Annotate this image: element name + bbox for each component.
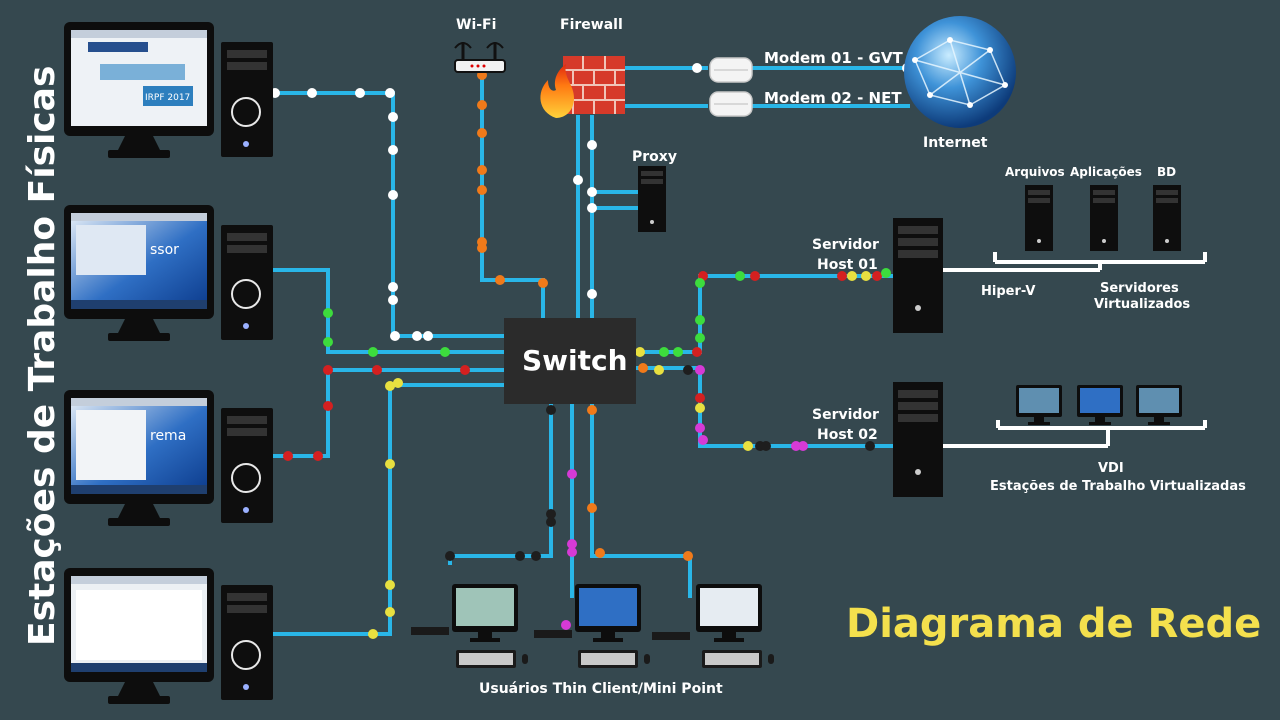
thin-clients: Usuários Thin Client/Mini Point bbox=[411, 584, 774, 697]
dots-orange bbox=[477, 70, 693, 561]
vm-arquivos: Arquivos bbox=[1005, 165, 1065, 251]
cable-ws3 bbox=[272, 368, 504, 458]
link-host1-vms bbox=[942, 252, 1207, 272]
vdi-stations: VDI Estações de Trabalho Virtualizadas bbox=[990, 385, 1246, 494]
modem-1: Modem 01 - GVT bbox=[709, 49, 903, 83]
server-2-label-line2: Host 02 bbox=[817, 427, 878, 443]
mini-pc-icon bbox=[411, 627, 449, 635]
cable-ws2 bbox=[272, 268, 504, 354]
link-host2-vdi bbox=[942, 420, 1207, 448]
switch-box bbox=[504, 318, 636, 404]
screen-banner-text: IRPF 2017 bbox=[145, 93, 190, 103]
modem-2-label: Modem 02 - NET bbox=[764, 89, 902, 107]
cable-thin1 bbox=[448, 404, 553, 565]
vm-aplicacoes-label: Aplicações bbox=[1070, 165, 1142, 179]
cable-wifi bbox=[480, 75, 545, 318]
mouse-icon bbox=[768, 654, 774, 664]
server-2-label-line1: Servidor bbox=[812, 407, 879, 423]
thin-client-3 bbox=[652, 584, 774, 668]
server-1-label-line1: Servidor bbox=[812, 237, 879, 253]
vdi-description: Estações de Trabalho Virtualizadas bbox=[990, 479, 1246, 494]
server-1-label-line2: Host 01 bbox=[817, 257, 878, 273]
vdi-monitor-1 bbox=[1016, 385, 1062, 425]
mouse-icon bbox=[644, 654, 650, 664]
proxy-server: Proxy bbox=[632, 149, 677, 232]
workstation-2: ssor bbox=[64, 205, 273, 341]
dots-yellow bbox=[368, 271, 871, 639]
thin-client-2 bbox=[534, 584, 650, 668]
vdi-monitor-3 bbox=[1136, 385, 1182, 425]
server-host-1: Servidor Host 01 Hiper-V bbox=[812, 218, 1035, 333]
modem-1-label: Modem 01 - GVT bbox=[764, 49, 903, 67]
vm-aplicacoes: Aplicações bbox=[1070, 165, 1142, 251]
tower-icon bbox=[221, 225, 273, 340]
workstation-4 bbox=[64, 568, 273, 704]
server-tower-icon bbox=[893, 218, 943, 333]
cable-thin3 bbox=[590, 404, 692, 598]
virtual-servers-label-line2: Virtualizados bbox=[1094, 297, 1190, 312]
vdi-label: VDI bbox=[1098, 461, 1124, 476]
vm-bd-label: BD bbox=[1157, 165, 1176, 179]
flame-icon bbox=[540, 64, 574, 118]
mini-pc-icon bbox=[652, 632, 690, 640]
router-icon bbox=[454, 59, 506, 73]
dots-magenta bbox=[561, 365, 808, 630]
firewall-label: Firewall bbox=[560, 17, 623, 33]
firewall: Firewall bbox=[540, 17, 625, 118]
screen-app-text: ssor bbox=[150, 242, 179, 258]
side-title: Estações de Trabalho Físicas bbox=[22, 66, 63, 646]
cables bbox=[272, 66, 910, 636]
dots-white bbox=[270, 63, 912, 341]
tower-icon bbox=[221, 585, 273, 700]
diagram-title: Diagrama de Rede bbox=[846, 601, 1261, 647]
network-switch: Switch bbox=[504, 318, 636, 404]
thin-client-1 bbox=[411, 584, 528, 668]
thin-clients-label: Usuários Thin Client/Mini Point bbox=[479, 681, 723, 697]
wifi-router: Wi-Fi bbox=[454, 17, 506, 73]
virtual-servers: Arquivos Aplicações BD Servidores Virtua… bbox=[1005, 165, 1190, 312]
vdi-monitor-2 bbox=[1077, 385, 1123, 425]
dots-black bbox=[445, 365, 875, 561]
cable-ws1 bbox=[272, 91, 504, 338]
modem-2: Modem 02 - NET bbox=[709, 89, 902, 117]
internet-label: Internet bbox=[923, 135, 988, 151]
workstation-1: IRPF 2017 bbox=[64, 22, 273, 158]
internet-cloud: Internet bbox=[904, 16, 1016, 151]
vm-arquivos-label: Arquivos bbox=[1005, 165, 1065, 179]
vm-bd: BD bbox=[1153, 165, 1181, 251]
cable-ws4 bbox=[272, 383, 504, 636]
switch-label: Switch bbox=[522, 344, 628, 377]
screen-app-text: rema bbox=[150, 428, 186, 444]
tower-icon bbox=[221, 408, 273, 523]
virtual-links bbox=[942, 252, 1207, 448]
packet-dots bbox=[270, 63, 912, 639]
dots-green bbox=[323, 268, 891, 357]
workstation-3: rema bbox=[64, 390, 273, 526]
server-tower-icon bbox=[893, 382, 943, 497]
proxy-label: Proxy bbox=[632, 149, 677, 165]
server-host-2: Servidor Host 02 bbox=[812, 382, 943, 497]
mouse-icon bbox=[522, 654, 528, 664]
cable-proxy-link bbox=[592, 190, 638, 210]
wifi-label: Wi-Fi bbox=[456, 17, 496, 33]
virtual-servers-label-line1: Servidores bbox=[1100, 281, 1179, 296]
cable-server1 bbox=[636, 274, 893, 354]
tower-icon bbox=[221, 42, 273, 157]
mini-pc-icon bbox=[534, 630, 572, 638]
hyperv-label: Hiper-V bbox=[981, 284, 1035, 299]
